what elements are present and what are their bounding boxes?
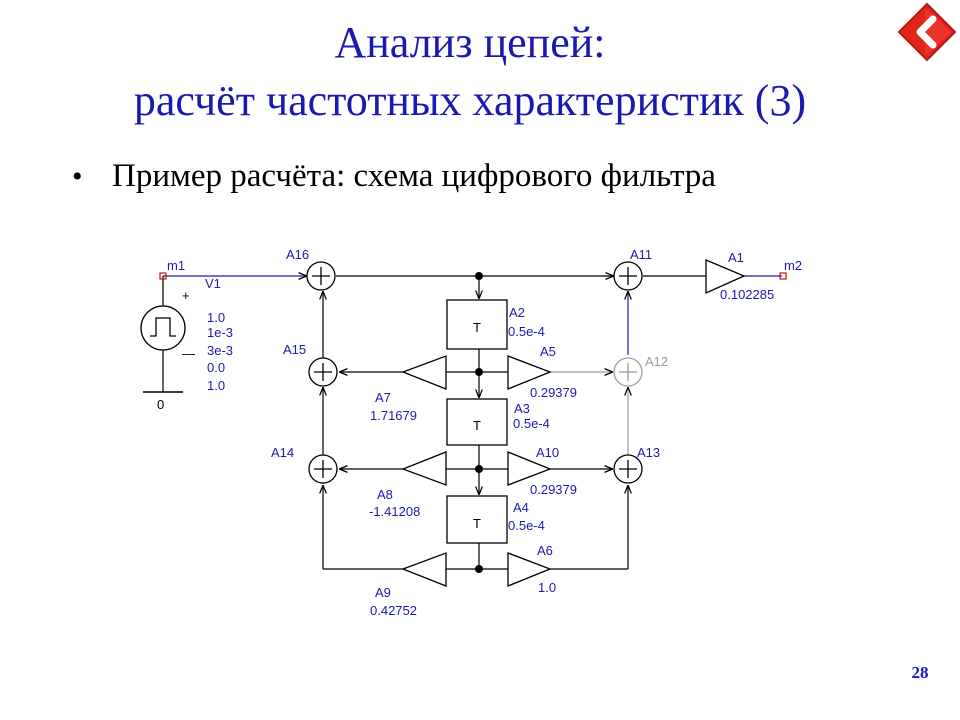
delay-block-a2[interactable]: T	[446, 299, 508, 350]
source-param-4: 0.0	[207, 360, 225, 375]
delay-a2-value: 0.5e-4	[508, 324, 545, 339]
chevron-left-icon	[897, 2, 957, 62]
adder-a13-label: A13	[637, 445, 660, 460]
adder-a15-label: A15	[283, 342, 306, 357]
amplifier-a7-name: A7	[375, 390, 391, 405]
net-label-m2: m2	[784, 258, 802, 273]
adder-a14[interactable]	[308, 454, 338, 484]
adder-a13[interactable]	[613, 454, 643, 484]
svg-text:T: T	[473, 320, 481, 335]
adder-a12[interactable]	[613, 357, 643, 387]
delay-a3-value: 0.5e-4	[513, 416, 550, 431]
amplifier-a10-name: A10	[536, 445, 559, 460]
amplifier-a9[interactable]	[401, 552, 447, 587]
amplifier-a10-value: 0.29379	[530, 482, 577, 497]
source-param-2: 1e-3	[207, 325, 233, 340]
amplifier-a6-name: A6	[537, 543, 553, 558]
net-markers	[159, 272, 787, 280]
delay-a4-value: 0.5e-4	[508, 518, 545, 533]
amplifier-a6[interactable]	[507, 552, 552, 587]
source-param-3: 3e-3	[207, 343, 233, 358]
junction-dots	[475, 272, 483, 573]
amplifier-a9-name: A9	[375, 585, 391, 600]
amplifier-a1[interactable]	[705, 259, 746, 295]
bullet-dot: •	[72, 160, 83, 193]
amplifier-a7-value: 1.71679	[370, 408, 417, 423]
slide-title-line1: Анализ цепей:	[334, 18, 606, 67]
net-label-m1: m1	[167, 258, 185, 273]
amplifier-a8-value: -1.41208	[369, 504, 420, 519]
adder-a12-label: A12	[645, 354, 668, 369]
amplifier-a5[interactable]	[507, 355, 552, 390]
back-button[interactable]	[897, 2, 957, 62]
amplifier-a1-value: 0.102285	[720, 287, 774, 302]
adder-a11[interactable]	[613, 261, 643, 291]
adder-a14-label: A14	[271, 445, 294, 460]
page-number: 28	[911, 663, 929, 682]
slide-title: Анализ цепей: расчёт частотных характери…	[0, 14, 940, 130]
delay-block-a4[interactable]: T	[446, 495, 508, 544]
svg-text:T: T	[473, 516, 481, 531]
adder-a16[interactable]	[306, 261, 336, 291]
amplifier-a6-value: 1.0	[538, 580, 556, 595]
adder-a11-label: A11	[630, 247, 652, 262]
source-name: V1	[205, 276, 221, 291]
amplifier-a9-value: 0.42752	[370, 603, 417, 618]
source-param-1: 1.0	[207, 310, 225, 325]
wires	[143, 276, 782, 570]
svg-text:T: T	[473, 418, 481, 433]
slide-title-line2: расчёт частотных характеристик (3)	[133, 76, 807, 125]
amplifier-a8[interactable]	[401, 451, 447, 486]
bullet-text: Пример расчёта: схема цифрового фильтра	[112, 158, 716, 194]
amplifier-a5-name: A5	[540, 344, 556, 359]
pulse-source-v1[interactable]: + —	[140, 288, 195, 361]
svg-text:—: —	[182, 346, 195, 361]
delay-a3-name: A3	[514, 401, 530, 416]
source-param-5: 1.0	[207, 378, 225, 393]
net-label-ground: 0	[157, 397, 164, 412]
adder-a15[interactable]	[308, 357, 338, 387]
adder-a16-label: A16	[286, 247, 309, 262]
amplifier-a5-value: 0.29379	[530, 385, 577, 400]
amplifier-a1-name: A1	[728, 250, 744, 265]
svg-text:+: +	[182, 288, 190, 303]
bullet-item: • Пример расчёта: схема цифрового фильтра	[72, 158, 716, 195]
delay-block-a3[interactable]: T	[446, 398, 508, 446]
amplifier-a7[interactable]	[401, 355, 447, 390]
amplifier-a10[interactable]	[507, 451, 552, 486]
delay-a4-name: A4	[513, 500, 529, 515]
delay-a2-name: A2	[509, 305, 525, 320]
amplifier-a8-name: A8	[377, 487, 393, 502]
